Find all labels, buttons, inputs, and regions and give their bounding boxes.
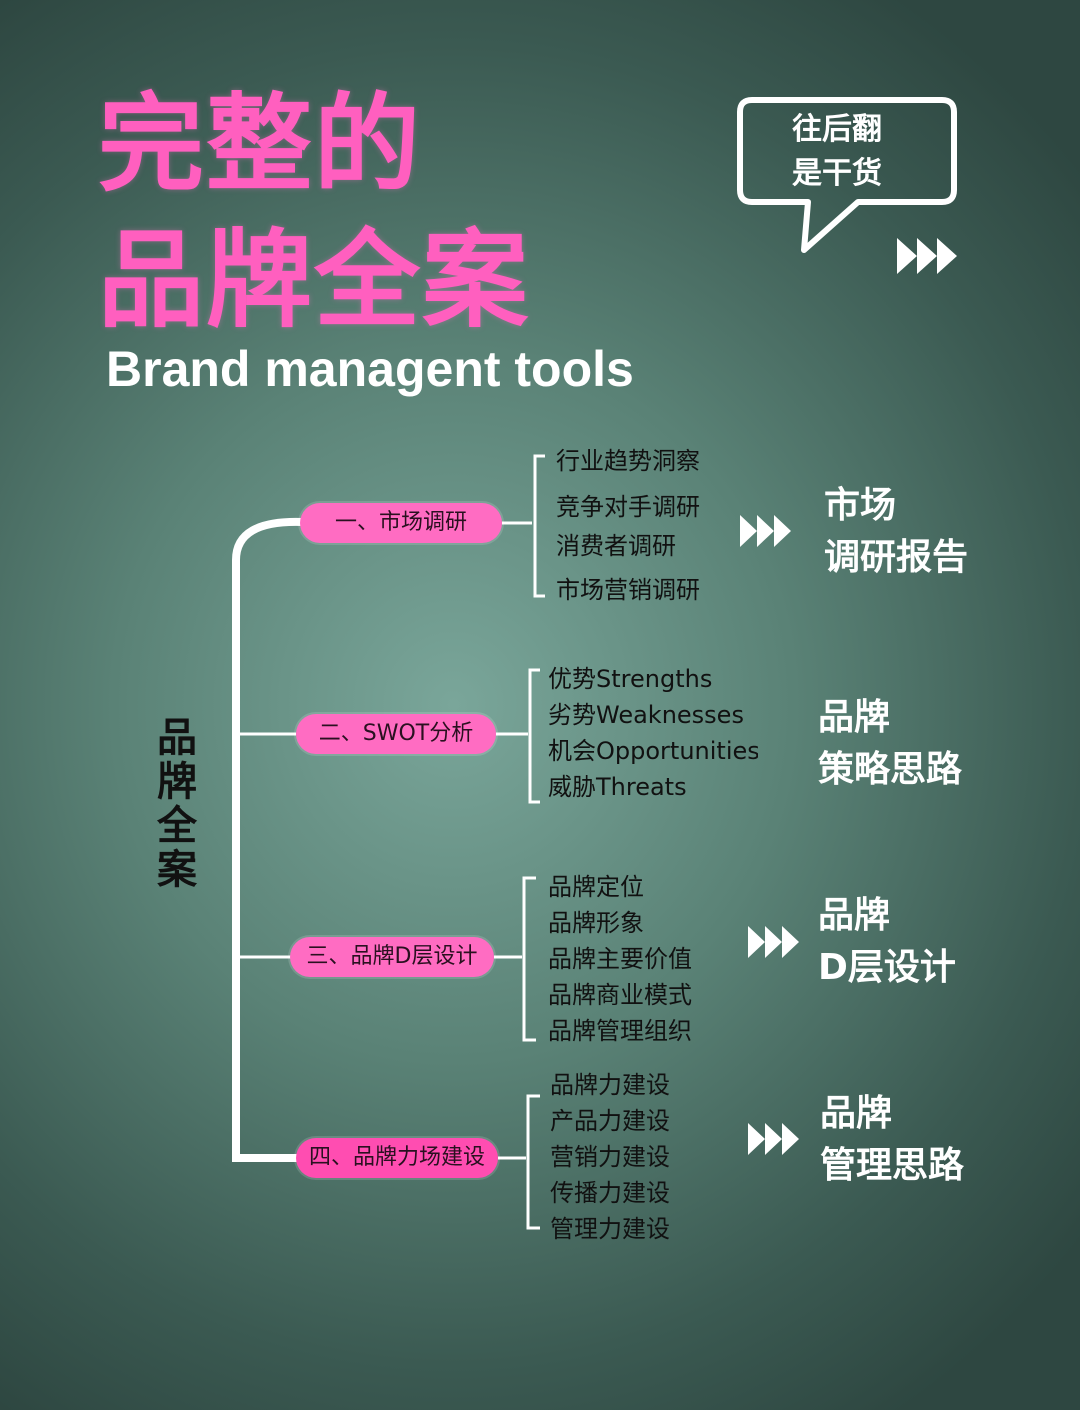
branch-pill-market-research: 一、市场调研 bbox=[300, 503, 502, 543]
branch4-item: 品牌力建设 bbox=[550, 1071, 670, 1099]
fast-forward-icon bbox=[748, 1123, 799, 1155]
branch1-item: 竞争对手调研 bbox=[556, 493, 700, 521]
subtitle: Brand managent tools bbox=[106, 341, 634, 397]
branch1-result-line1: 市场 bbox=[824, 485, 897, 526]
branch1-result-line2: 调研报告 bbox=[824, 537, 969, 578]
branch2-item: 机会Opportunities bbox=[548, 737, 758, 765]
branch3-item: 品牌商业模式 bbox=[548, 981, 692, 1009]
speech-bubble-icon bbox=[737, 97, 957, 253]
fast-forward-icon bbox=[740, 515, 791, 547]
branch3-item: 品牌定位 bbox=[548, 873, 644, 901]
branch3-item: 品牌形象 bbox=[548, 909, 644, 937]
branch2-item: 劣势Weaknesses bbox=[548, 701, 744, 729]
branch3-result-line2: D层设计 bbox=[818, 947, 956, 988]
branch2-result-line2: 策略思路 bbox=[818, 749, 963, 790]
fast-forward-icon bbox=[897, 238, 957, 274]
root-label: 品牌全案 bbox=[157, 715, 197, 893]
branch-pill-swot: 二、SWOT分析 bbox=[296, 714, 496, 754]
branch1-item: 行业趋势洞察 bbox=[556, 447, 700, 475]
title-line-2: 品牌全案 bbox=[98, 219, 530, 342]
fast-forward-icon bbox=[748, 926, 799, 958]
bubble-line-1: 往后翻 bbox=[792, 112, 882, 147]
branch4-item: 传播力建设 bbox=[550, 1179, 670, 1207]
branch2-item: 优势Strengths bbox=[548, 665, 713, 693]
branch3-item: 品牌管理组织 bbox=[548, 1017, 692, 1045]
branch2-result-line1: 品牌 bbox=[818, 697, 891, 738]
branch4-item: 产品力建设 bbox=[550, 1107, 670, 1135]
branch3-item: 品牌主要价值 bbox=[548, 945, 692, 973]
branch-pill-brand-design: 三、品牌D层设计 bbox=[290, 937, 494, 977]
branch1-item: 市场营销调研 bbox=[556, 576, 700, 604]
branch-pill-brand-force: 四、品牌力场建设 bbox=[296, 1138, 498, 1178]
branch4-item: 管理力建设 bbox=[550, 1215, 670, 1243]
branch2-item: 威胁Threats bbox=[548, 773, 687, 801]
branch4-result-line1: 品牌 bbox=[820, 1093, 893, 1134]
branch3-result-line1: 品牌 bbox=[818, 895, 891, 936]
branch4-result-line2: 管理思路 bbox=[820, 1145, 965, 1186]
branch1-item: 消费者调研 bbox=[556, 532, 676, 560]
title-line-1: 完整的 bbox=[98, 83, 422, 206]
bubble-line-2: 是干货 bbox=[792, 156, 882, 191]
branch4-item: 营销力建设 bbox=[550, 1143, 670, 1171]
